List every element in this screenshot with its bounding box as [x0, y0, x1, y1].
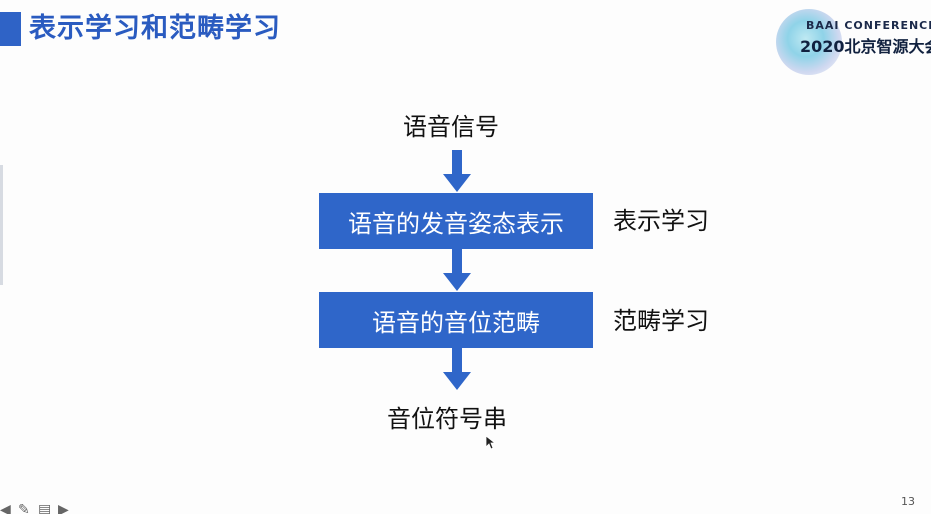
left-edge-divider [0, 165, 3, 285]
flow-output-label: 音位符号串 [387, 405, 507, 433]
flow-input-label: 语音信号 [403, 113, 499, 141]
menu-icon[interactable]: ▤ [38, 502, 52, 514]
slide-title: 表示学习和范畴学习 [29, 13, 281, 44]
representation-learning-label: 表示学习 [613, 207, 709, 235]
category-learning-label: 范畴学习 [613, 307, 709, 335]
down-arrow-1 [443, 150, 471, 192]
flow-box-category: 语音的音位范畴 [319, 292, 593, 348]
title-accent-bar [0, 12, 21, 46]
down-arrow-2 [443, 249, 471, 291]
page-number: 13 [901, 495, 915, 508]
logo-graphic [776, 9, 842, 75]
down-arrow-3 [443, 348, 471, 390]
logo-bottom-text: 2020北京智源大会 [800, 37, 931, 56]
slide-nav-controls[interactable]: ◀ ✎ ▤ ▶ [0, 502, 80, 514]
flow-box-category-text: 语音的音位范畴 [372, 308, 540, 337]
arrow-right-icon[interactable]: ▶ [58, 502, 69, 514]
mouse-cursor-icon [486, 436, 496, 450]
flow-box-representation: 语音的发音姿态表示 [319, 193, 593, 249]
conference-logo: BAAI CONFERENCE 2020北京智源大会 [776, 3, 931, 75]
arrow-left-icon[interactable]: ◀ [0, 502, 11, 514]
flow-box-representation-text: 语音的发音姿态表示 [348, 209, 564, 238]
pen-icon[interactable]: ✎ [18, 502, 30, 514]
logo-top-text: BAAI CONFERENCE [806, 19, 931, 32]
